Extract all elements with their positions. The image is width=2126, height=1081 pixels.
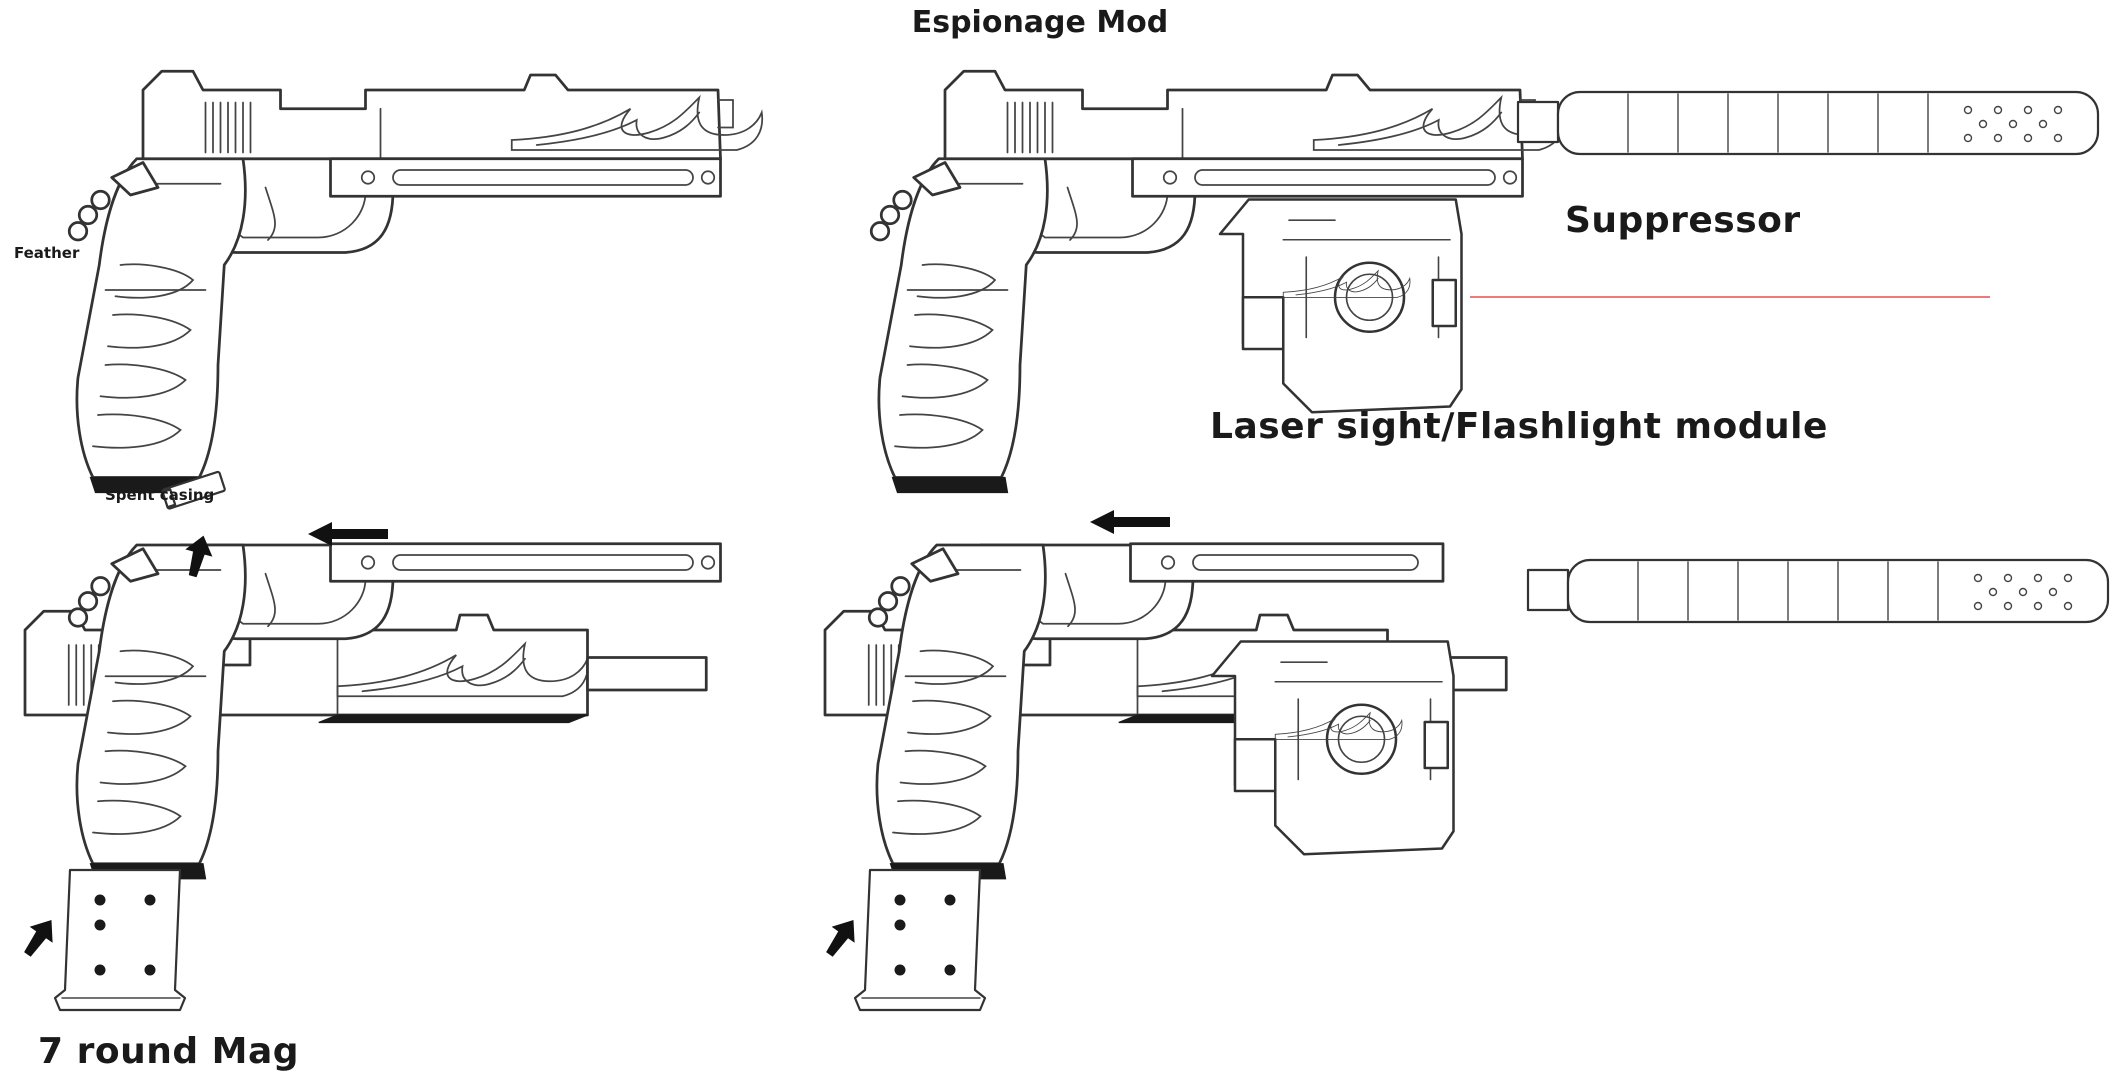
suppressor-part bbox=[1516, 90, 2100, 156]
laser-module-part-open bbox=[1212, 642, 1454, 855]
arrow-left-icon bbox=[1090, 510, 1170, 534]
rail-lower-right bbox=[1129, 542, 1445, 583]
magazine-right bbox=[853, 868, 987, 1012]
label-feather: Feather bbox=[14, 244, 80, 262]
spent-casing bbox=[161, 470, 226, 510]
suppressor-part-open bbox=[1526, 558, 2110, 624]
pistol-base bbox=[67, 71, 762, 494]
arrow-up-icon bbox=[15, 912, 63, 963]
label-spent-casing: Spent casing bbox=[105, 486, 214, 504]
page-title: Espionage Mod bbox=[912, 5, 1169, 40]
label-laser-module: Laser sight/Flashlight module bbox=[1210, 406, 1828, 447]
laser-module-part bbox=[1220, 200, 1462, 413]
label-mag: 7 round Mag bbox=[38, 1031, 299, 1072]
label-suppressor: Suppressor bbox=[1565, 200, 1801, 241]
arrow-up-icon bbox=[817, 912, 865, 963]
magazine-left bbox=[53, 868, 187, 1012]
rail-lower-left bbox=[329, 542, 722, 583]
